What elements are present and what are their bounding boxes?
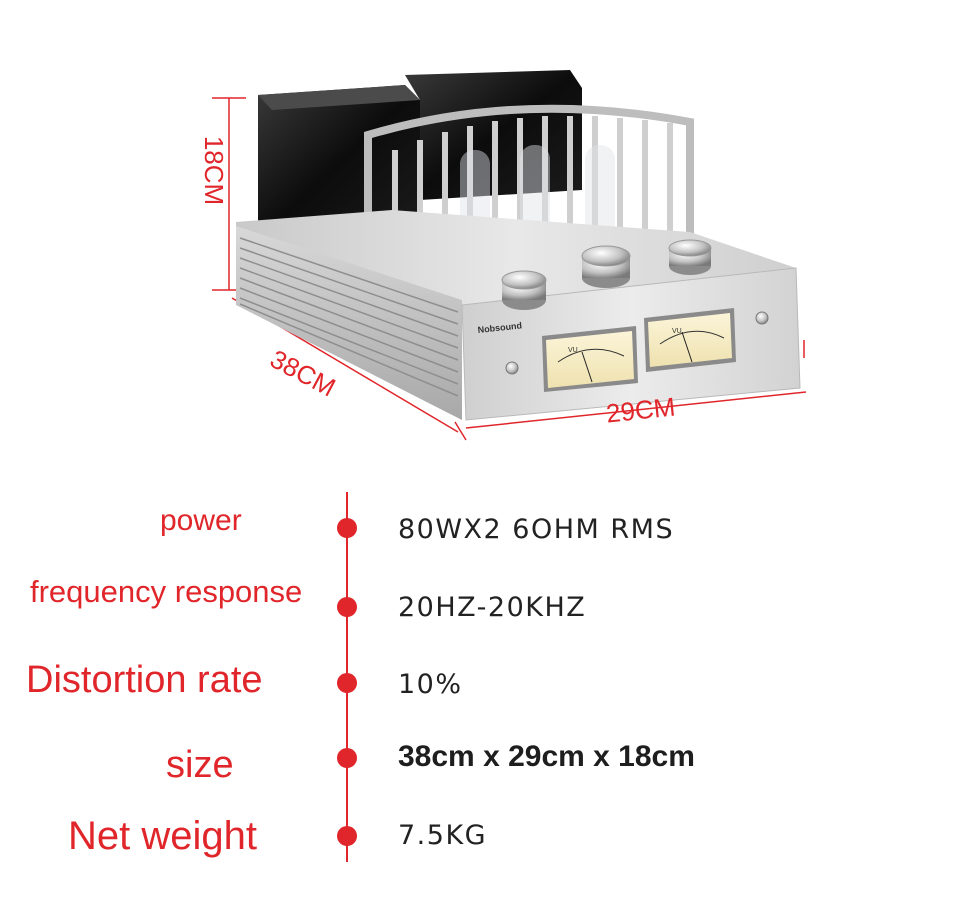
spec-bullet bbox=[337, 748, 357, 768]
spec-value: 38cm x 29cm x 18cm bbox=[398, 740, 695, 773]
spec-value: 10% bbox=[398, 669, 463, 700]
spec-label: Distortion rate bbox=[26, 659, 263, 701]
spec-bullet bbox=[337, 826, 357, 846]
spec-value: 80WX2 6OHM RMS bbox=[398, 514, 675, 545]
tubes bbox=[460, 145, 615, 245]
svg-text:VU: VU bbox=[672, 328, 682, 335]
spec-row-frequency-response: frequency response 20HZ-20KHZ bbox=[0, 574, 960, 634]
spec-bullet bbox=[337, 673, 357, 693]
spec-row-net-weight: Net weight 7.5KG bbox=[0, 812, 960, 872]
dimension-height-label: 18CM bbox=[199, 135, 230, 206]
brand-logo: Nobsound bbox=[477, 320, 522, 335]
spec-value: 7.5KG bbox=[398, 820, 488, 851]
spec-row-size: size 38cm x 29cm x 18cm bbox=[0, 736, 960, 796]
spec-value: 20HZ-20KHZ bbox=[398, 592, 587, 623]
spec-label: frequency response bbox=[30, 574, 303, 609]
spec-row-distortion-rate: Distortion rate 10% bbox=[0, 655, 960, 715]
spec-label: size bbox=[166, 744, 234, 786]
spec-label: Net weight bbox=[68, 814, 257, 858]
spec-label: power bbox=[160, 504, 242, 537]
svg-text:VU: VU bbox=[568, 347, 578, 354]
vu-meters: VU VU bbox=[542, 308, 736, 392]
amplifier-product-image: Nobsound VU VU bbox=[212, 70, 807, 441]
spec-bullet bbox=[337, 518, 357, 538]
chassis-side bbox=[236, 226, 462, 420]
knobs bbox=[501, 239, 769, 375]
spec-row-power: power 80WX2 6OHM RMS bbox=[0, 500, 960, 560]
spec-bullet bbox=[337, 597, 357, 617]
